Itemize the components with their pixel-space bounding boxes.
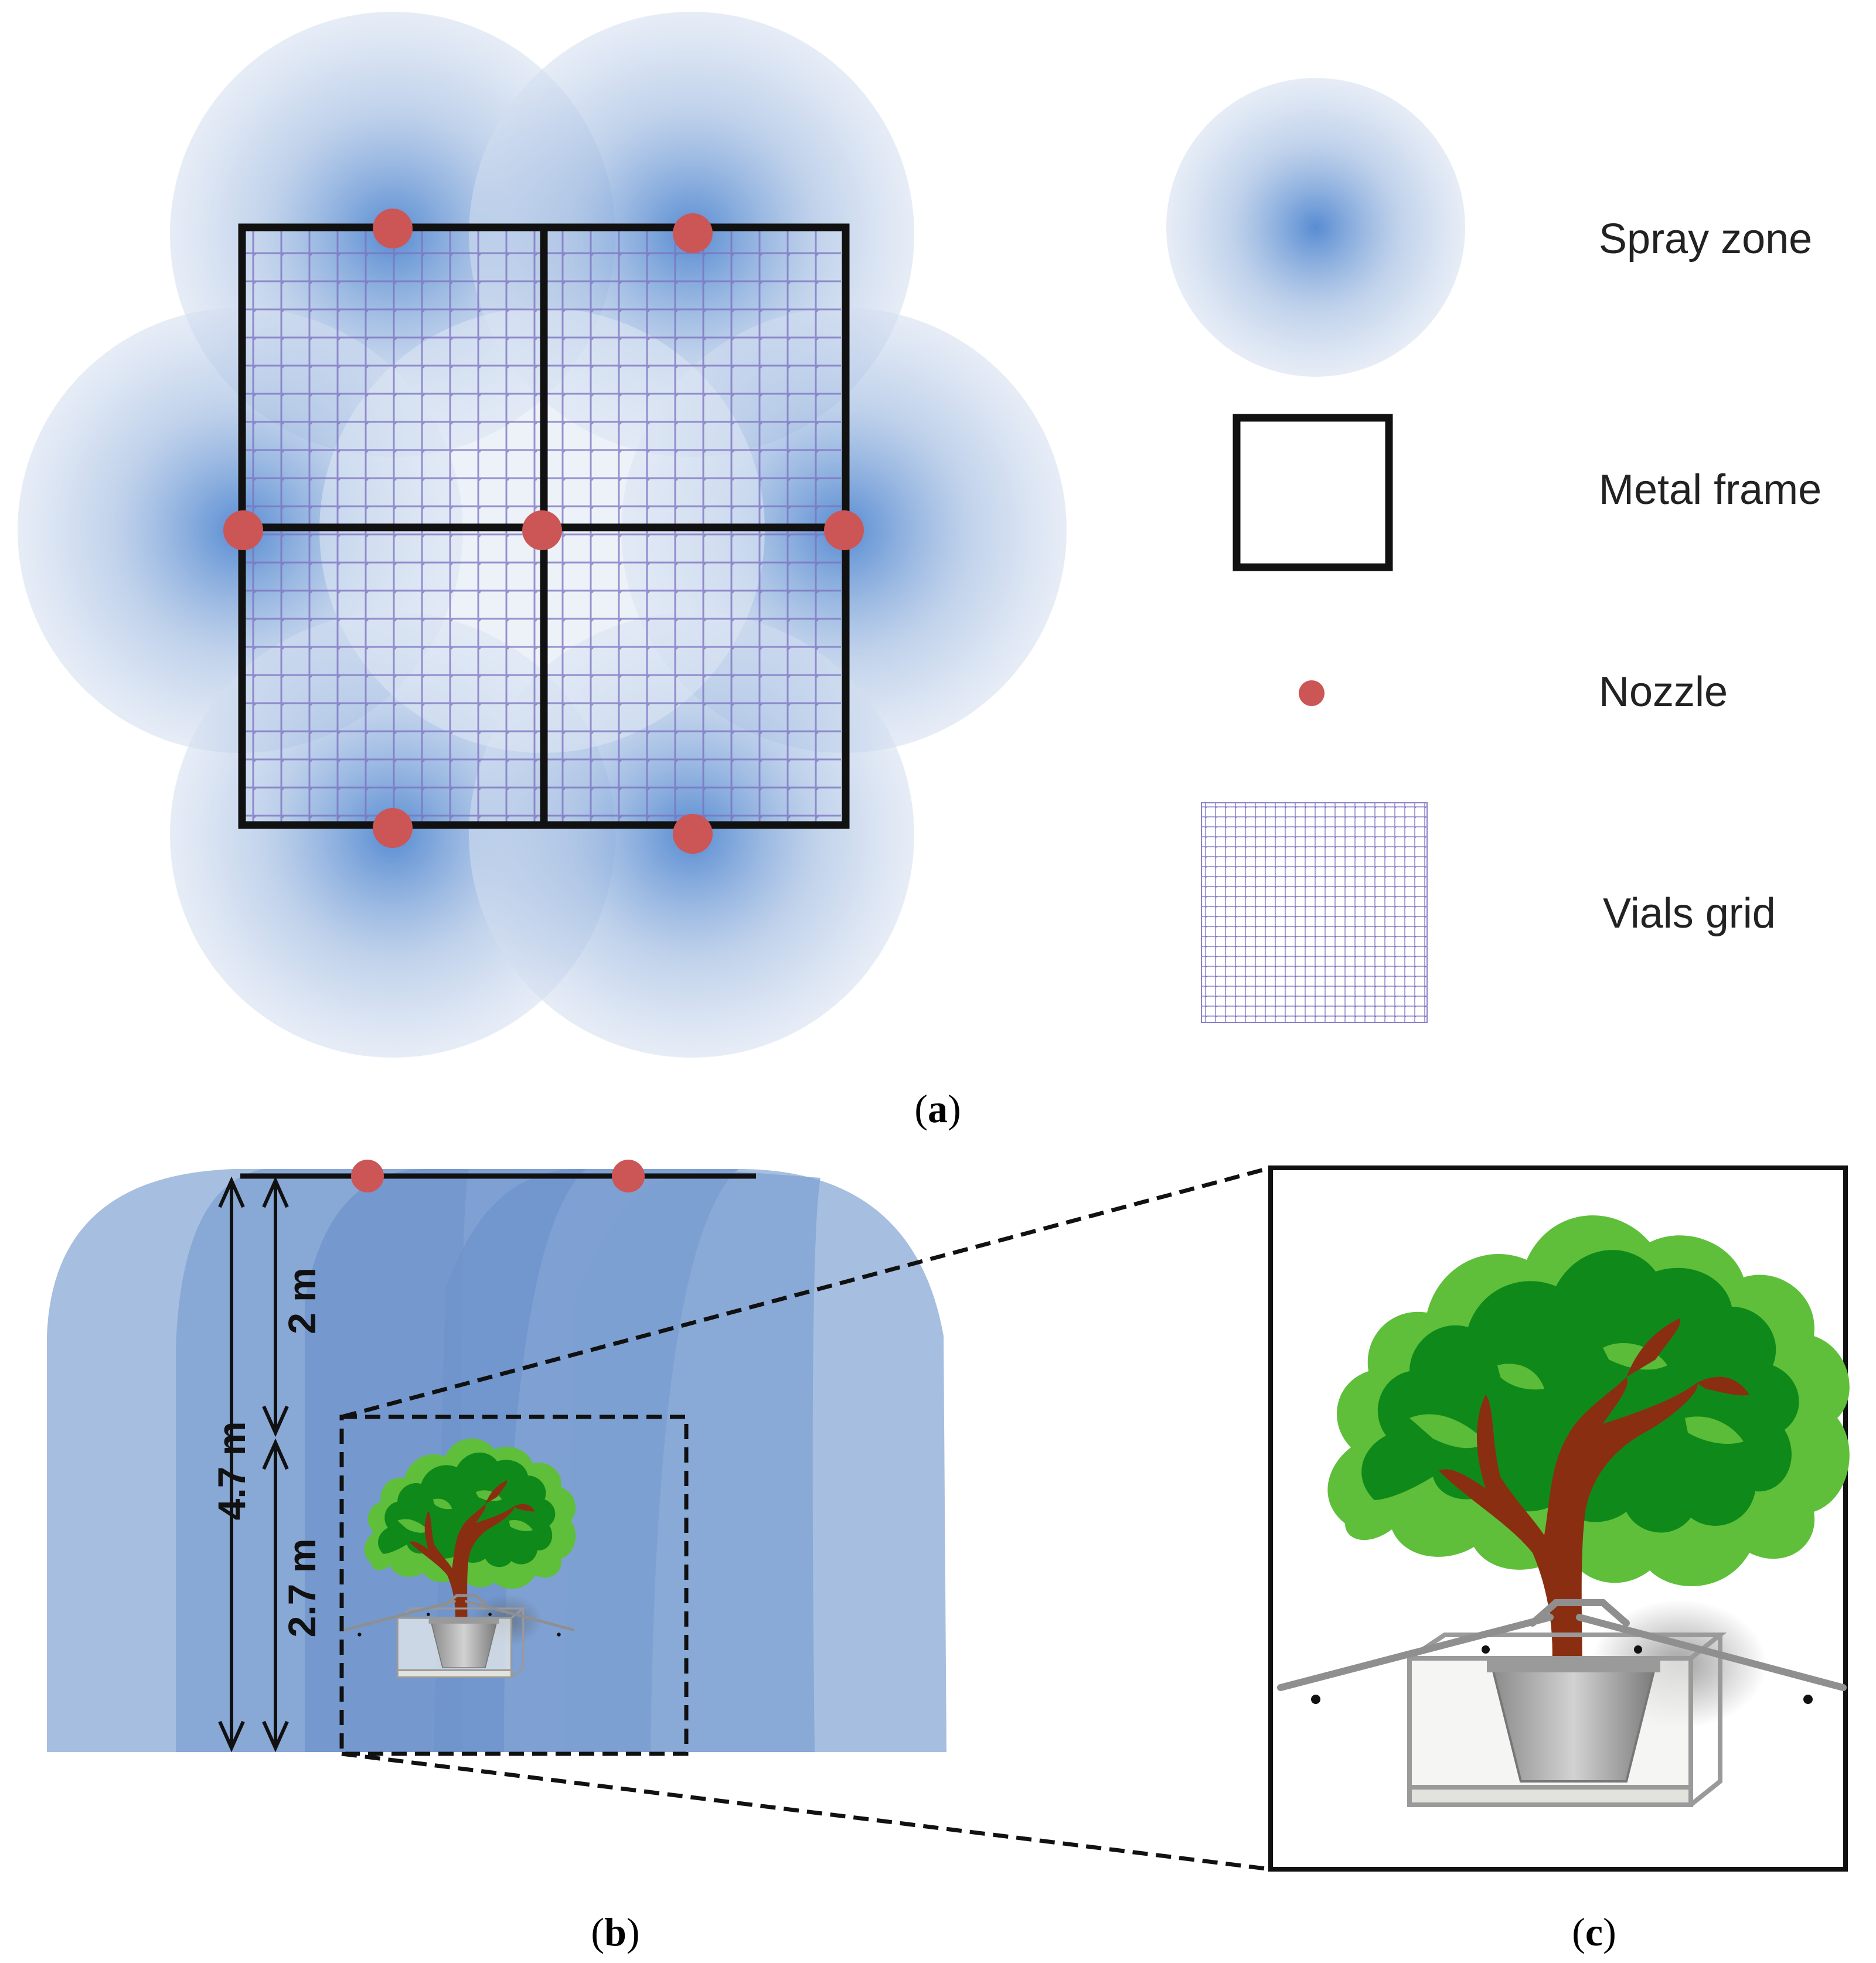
legend-metal-frame-label: Metal frame	[1599, 466, 1821, 513]
nozzle	[673, 213, 713, 253]
nozzle	[673, 814, 713, 854]
nozzles	[223, 209, 864, 854]
nozzle	[612, 1160, 645, 1192]
legend: Spray zone Metal frame Nozzle Vials grid	[1166, 78, 1821, 1023]
spray-zone-legend-icon	[1166, 78, 1465, 377]
panel-a-top-view	[18, 12, 1067, 1058]
metal-frame-legend-icon	[1232, 414, 1393, 571]
nozzle	[522, 510, 562, 550]
dimension-total-height: 4.7 m	[210, 1422, 253, 1521]
spray-curtain	[47, 1169, 946, 1752]
nozzle	[373, 808, 413, 848]
tree-foliage-dark	[1361, 1250, 1799, 1533]
panel-b-side-view: 4.7 m 2 m 2.7 m	[47, 1160, 946, 1756]
legend-nozzle-label: Nozzle	[1599, 669, 1728, 715]
plant-pot-icon	[1490, 1663, 1657, 1783]
panel-c-label: (c)	[1572, 1910, 1616, 1954]
legend-spray-zone-label: Spray zone	[1599, 216, 1812, 263]
roof-bars	[1277, 1599, 1847, 1691]
nozzle	[351, 1160, 384, 1192]
nozzle	[223, 510, 263, 550]
panel-a-label: (a)	[914, 1086, 961, 1131]
panel-b-label: (b)	[591, 1910, 639, 1954]
tree-trunk	[1439, 1377, 1698, 1688]
dimension-upper-height: 2 m	[280, 1267, 324, 1334]
zoom-region-box	[339, 1415, 689, 1756]
dimension-arrows	[218, 1176, 289, 1753]
dimension-lower-height: 2.7 m	[280, 1539, 324, 1638]
legend-vials-grid-label: Vials grid	[1603, 890, 1776, 937]
zoom-connectors	[341, 1165, 1271, 1872]
nozzle	[824, 510, 864, 550]
vials-grid-legend-icon	[1201, 802, 1428, 1023]
nozzle	[373, 209, 413, 248]
tree-scene-large	[1277, 1215, 1850, 1807]
nozzle-legend-icon	[1299, 680, 1325, 706]
panel-c-detail	[1268, 1165, 1850, 1872]
